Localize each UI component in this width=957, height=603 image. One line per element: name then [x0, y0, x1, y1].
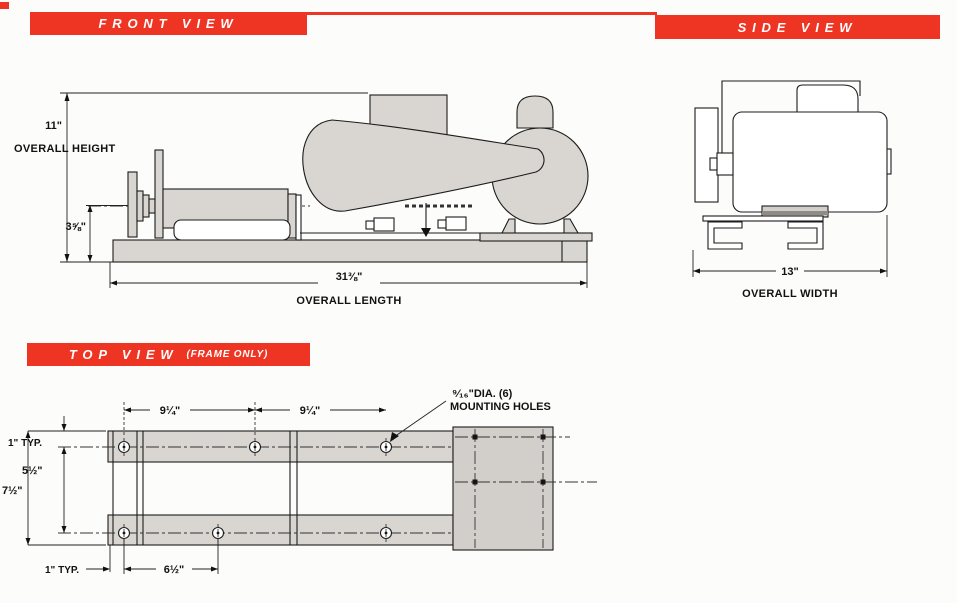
drum-flange-left [154, 149, 164, 239]
dim-hole-spacing-2: 9¼" [300, 405, 321, 417]
dim-bottom-hole-spacing: 6½" [164, 564, 185, 576]
frame-rail-top [107, 430, 454, 463]
dim-overall-length-value: 31⅜" [336, 271, 363, 283]
dim-centerline-height-value: 3⅝" [65, 221, 86, 233]
frame-channel-right [787, 221, 824, 250]
dim-overall-length-label: OVERALL LENGTH [296, 295, 401, 307]
note-mounting-dia: ⁹⁄₁₆"DIA. (6) [452, 388, 513, 400]
top-view-qualifier: (FRAME ONLY) [186, 349, 269, 360]
dim-bottom-margin: 1" TYP. [45, 565, 79, 576]
front-view-title: FRONT VIEW [98, 16, 239, 31]
mounting-holes [117, 438, 393, 542]
page-corner-mark [0, 2, 9, 9]
motor-mount-plate [452, 426, 554, 551]
dim-overall-width-label: OVERALL WIDTH [742, 288, 838, 300]
motor-body-side [732, 111, 888, 213]
belt-guard [302, 119, 545, 212]
side-view-header-bar: SIDE VIEW [655, 15, 940, 39]
dim-hole-spacing-1: 9¼" [160, 405, 181, 417]
side-view-title: SIDE VIEW [737, 19, 858, 35]
dim-overall-height-value: 11" [45, 120, 62, 132]
side-view-drawing: 13" OVERALL WIDTH [692, 80, 892, 300]
drum-flange-side [694, 107, 719, 203]
top-view-title: TOP VIEW [68, 347, 179, 362]
dim-overall-height-label: OVERALL HEIGHT [14, 143, 116, 155]
top-view-header-bar: TOP VIEW (FRAME ONLY) [27, 343, 310, 366]
note-mounting-holes: MOUNTING HOLES [450, 401, 551, 413]
dim-top-margin: 1" TYP. [8, 438, 42, 449]
junction-box-side [796, 84, 859, 113]
dim-frame-width: 7½" [2, 485, 23, 497]
dim-overall-width-value: 13" [781, 266, 798, 278]
frame-channel-left [707, 221, 743, 250]
header-rule-line [307, 12, 657, 15]
guard-outline-side [721, 80, 861, 155]
front-view-header-bar: FRONT VIEW [30, 12, 307, 35]
dim-row-spacing: 5½" [22, 465, 43, 477]
front-view-drawing: 11" OVERALL HEIGHT 3⅝" 31⅜" OVERALL LENG [14, 92, 593, 307]
top-view-drawing: 9¼" 9¼" ⁹⁄₁₆"DIA. (6) MOUNTING HOLES 7½"… [2, 388, 597, 576]
frame-rail-bottom [107, 514, 454, 546]
